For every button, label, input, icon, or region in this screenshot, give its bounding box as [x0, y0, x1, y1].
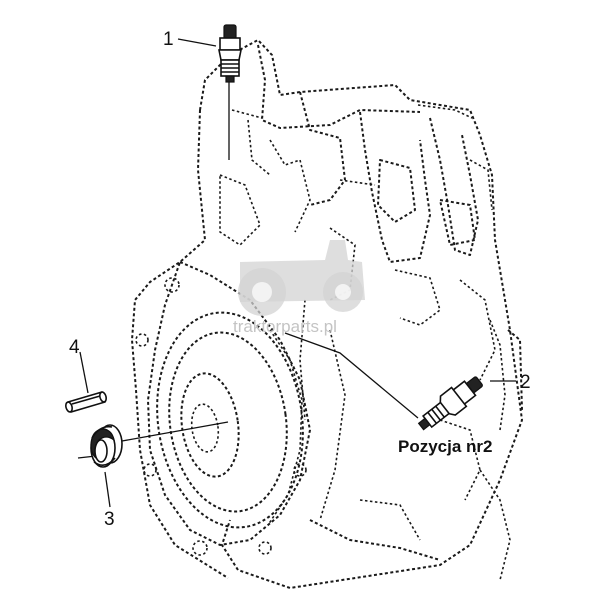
part-3-seal	[90, 424, 123, 468]
position-caption: Pozycja nr2	[398, 437, 493, 456]
watermark-logo	[238, 240, 365, 316]
leader-lines	[77, 38, 516, 508]
watermark-text: traktorparts.pl	[233, 317, 337, 336]
callout-1: 1	[163, 29, 174, 50]
part-4-pin	[65, 391, 107, 413]
part-2-sender	[417, 376, 483, 431]
engine-block-outline	[131, 39, 523, 589]
part-1-sensor	[218, 24, 242, 83]
callout-2: 2	[520, 372, 531, 393]
callout-4: 4	[69, 337, 80, 358]
callout-3: 3	[104, 509, 115, 530]
